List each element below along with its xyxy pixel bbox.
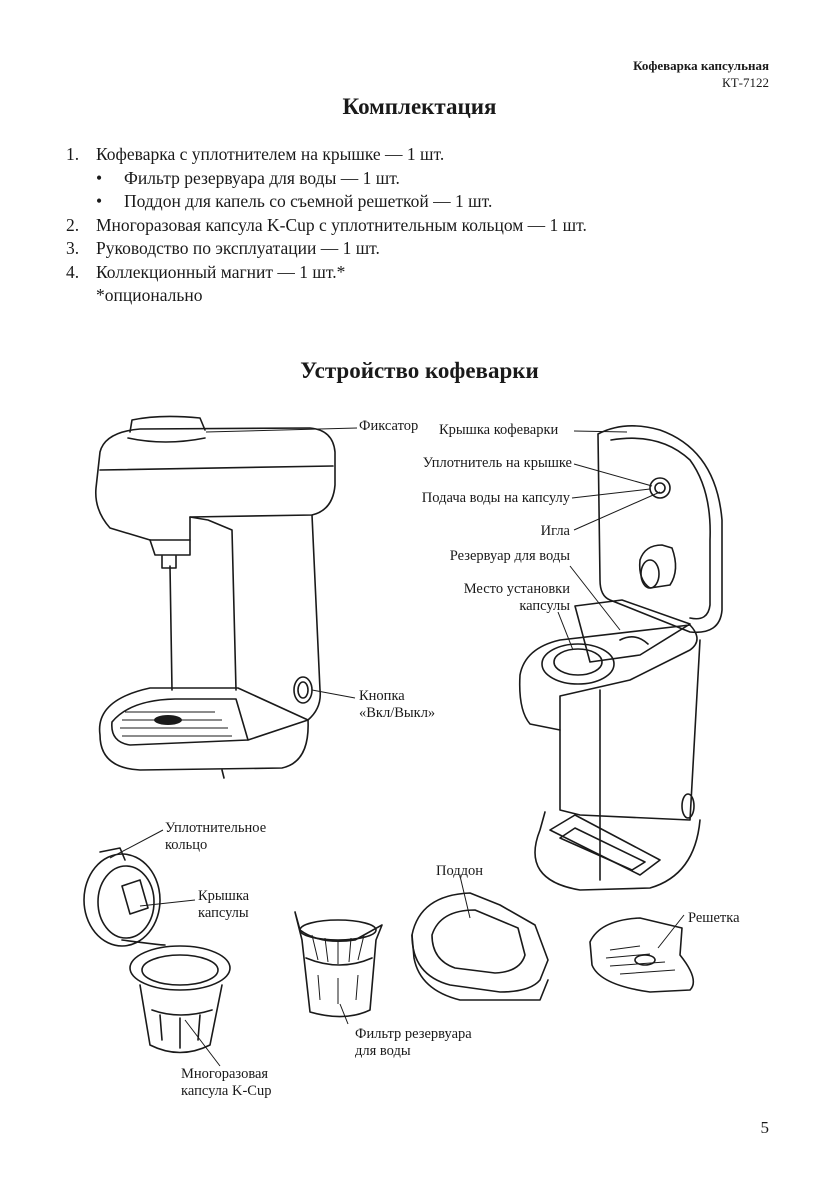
label-water-feed: Подача воды на капсулу <box>421 490 570 506</box>
label-reservoir: Резервуар для воды <box>449 548 570 564</box>
coffee-maker-closed-drawing <box>94 415 336 779</box>
device-title: Устройство кофеварки <box>300 358 539 383</box>
header-model: КТ-7122 <box>722 75 769 90</box>
page-header: Кофеварка капсульная КТ-7122 <box>633 57 769 91</box>
label-seal-ring: Уплотнительное кольцо <box>165 820 267 853</box>
contents-title: Комплектация <box>342 94 497 119</box>
header-product: Кофеварка капсульная <box>633 58 769 73</box>
label-capsule-lid: Крышка капсулы <box>198 888 250 921</box>
label-latch: Фиксатор <box>359 418 419 434</box>
label-grate: Решетка <box>688 910 740 926</box>
kcup-capsule-drawing <box>83 847 231 1054</box>
label-needle: Игла <box>540 523 570 539</box>
label-reservoir-filter: Фильтр резервуара для воды <box>355 1026 472 1059</box>
label-kcup: Многоразовая капсула K-Cup <box>181 1066 272 1099</box>
label-power-button: Кнопка «Вкл/Выкл» <box>359 688 436 721</box>
grate-drawing <box>589 917 695 993</box>
leader-lines <box>109 427 685 1067</box>
label-lid: Крышка кофеварки <box>439 422 559 438</box>
reservoir-filter-drawing <box>294 911 383 1018</box>
label-lid-seal: Уплотнитель на крышке <box>422 455 572 471</box>
drip-tray-drawing <box>411 892 549 1001</box>
page-number: 5 <box>760 1118 770 1137</box>
coffee-maker-open-drawing <box>518 425 723 891</box>
label-capsule-place: Место установки капсулы <box>463 581 570 614</box>
label-tray: Поддон <box>436 863 484 879</box>
